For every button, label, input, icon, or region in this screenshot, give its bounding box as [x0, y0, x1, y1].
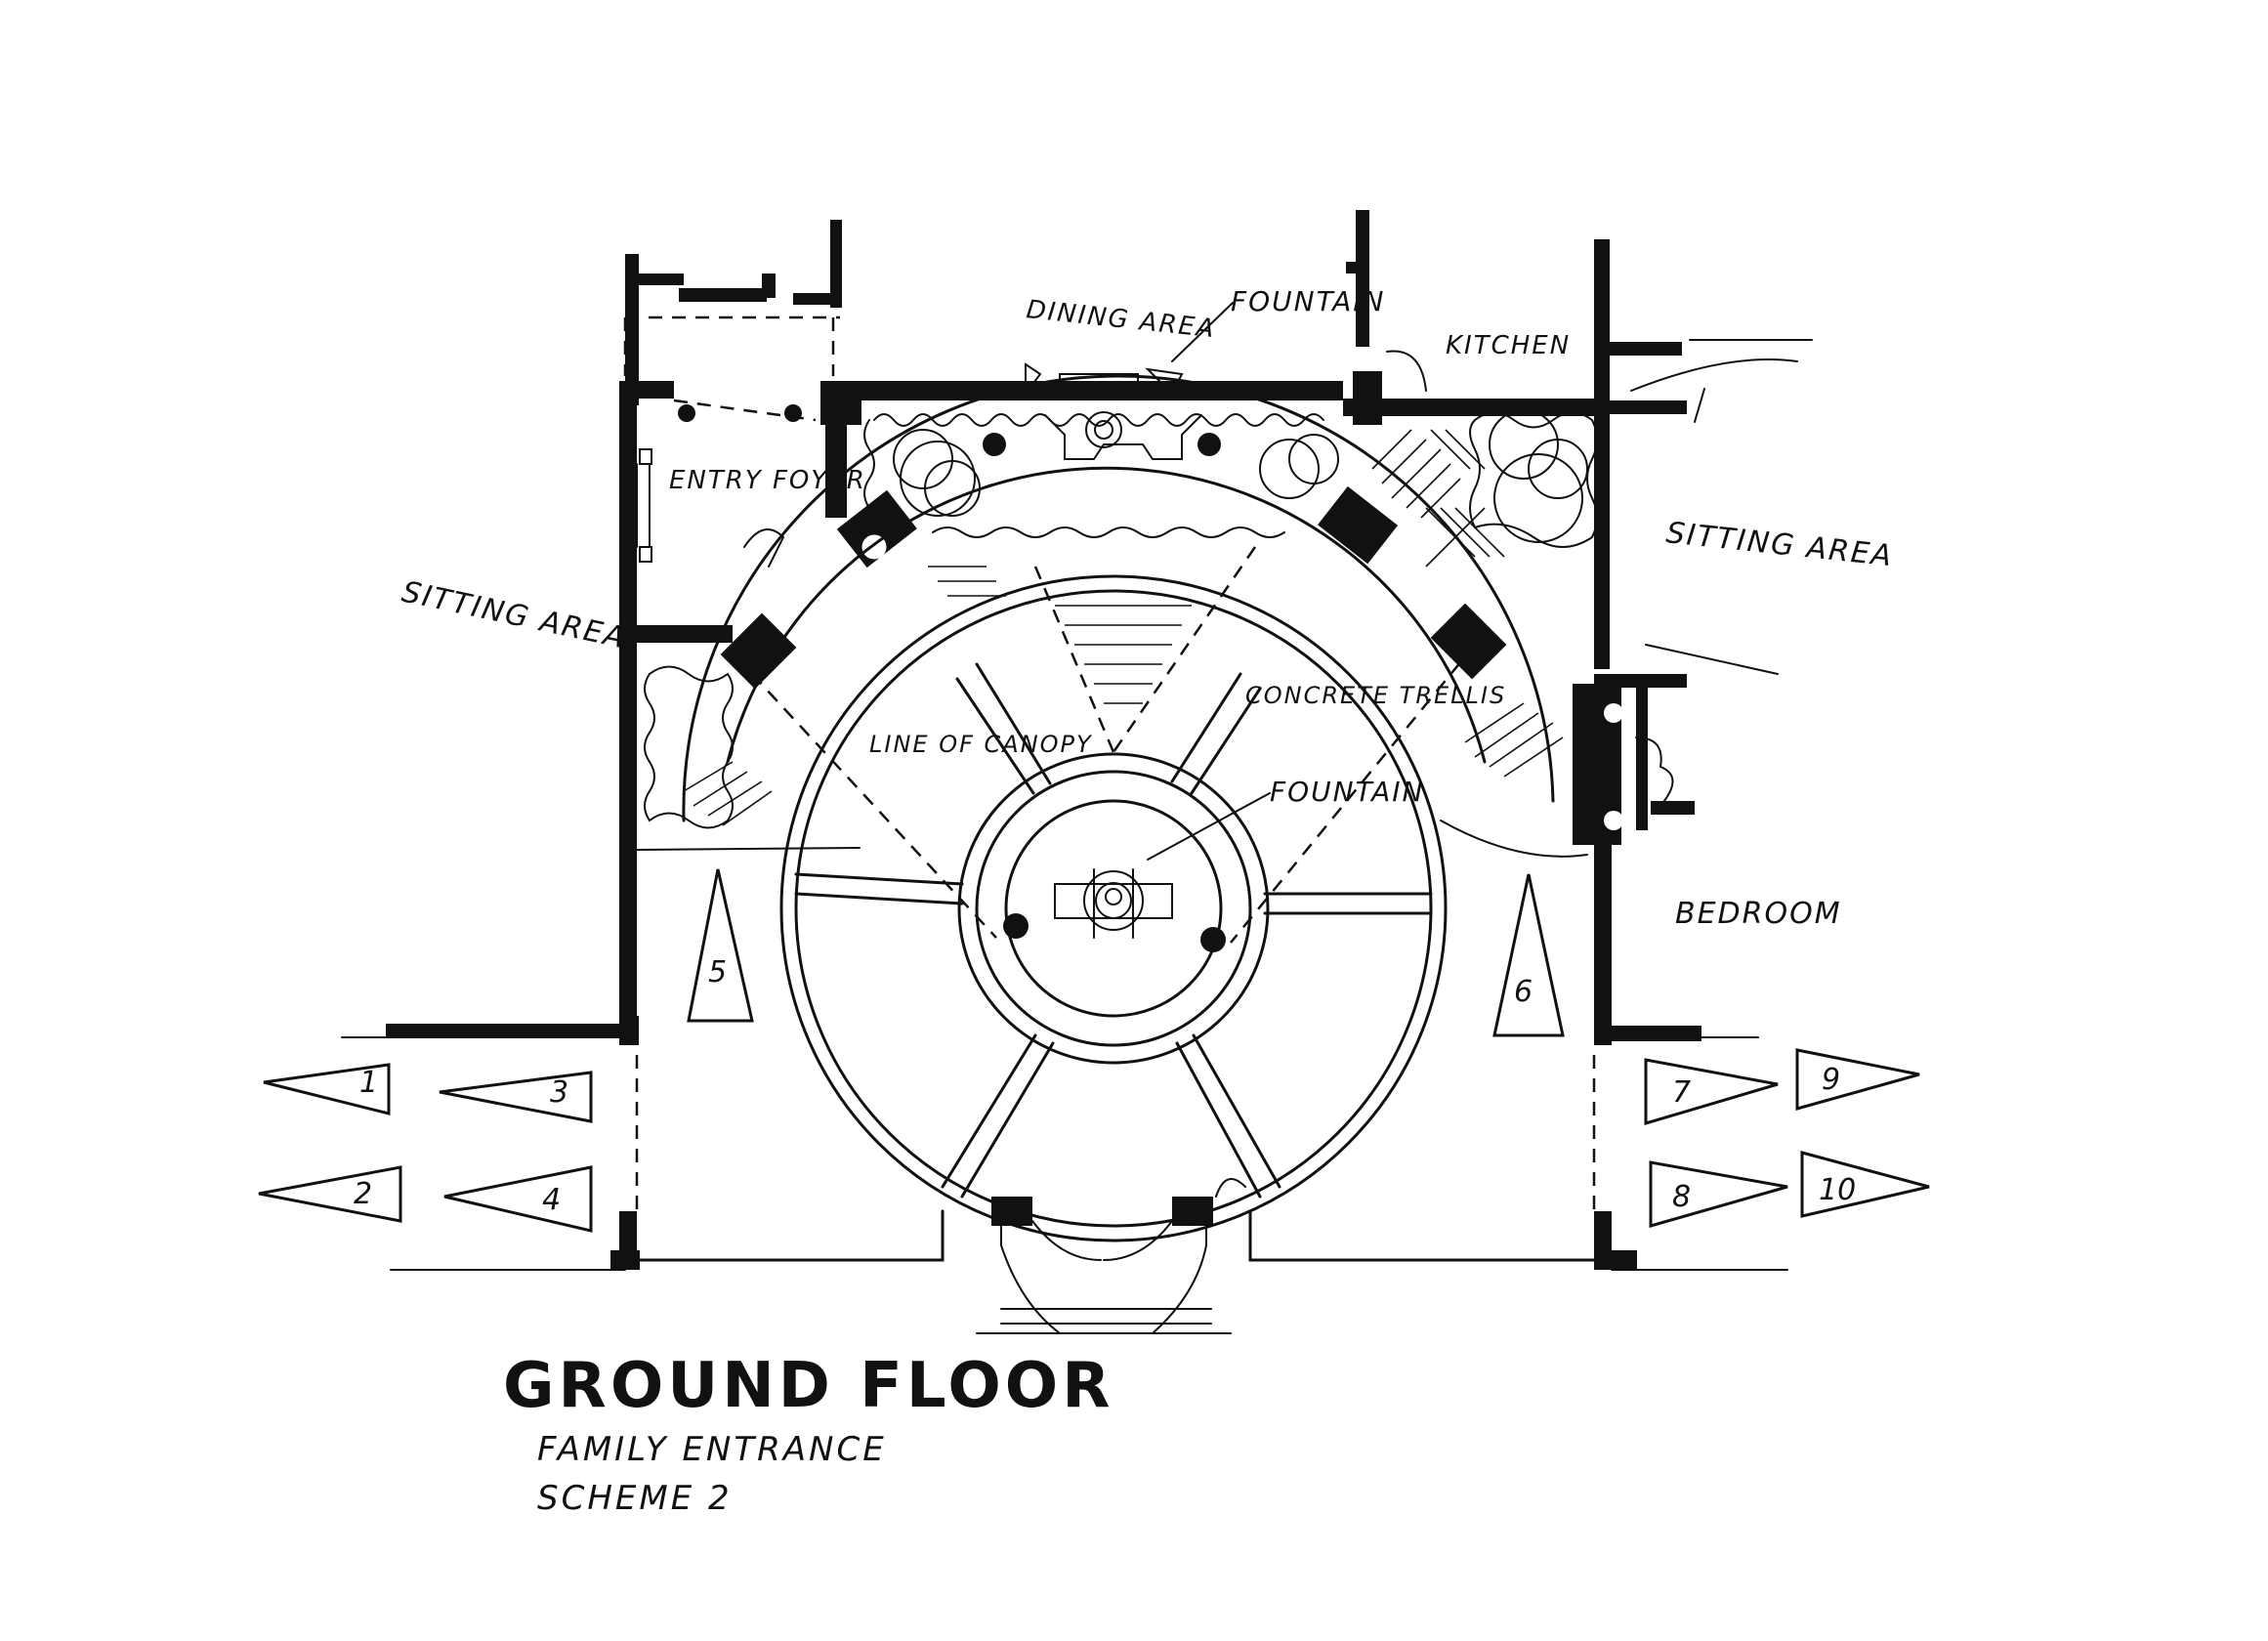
label-sitting-area-left: SITTING AREA	[399, 575, 629, 656]
svg-text:5: 5	[708, 955, 727, 989]
label-sitting-area-right: SITTING AREA	[1664, 516, 1895, 573]
drawing-subtitle-2: SCHEME 2	[537, 1479, 733, 1518]
doors	[636, 350, 1674, 807]
columns	[678, 404, 1623, 952]
svg-text:8: 8	[1672, 1180, 1691, 1214]
view-markers: 1 3 2 4 5 6 7	[258, 868, 1930, 1233]
marker-6: 6	[1492, 873, 1565, 1037]
label-fountain-top: FOUNTAIN	[1231, 285, 1385, 317]
label-line-of-canopy: LINE OF CANOPY	[869, 731, 1093, 758]
label-kitchen: KITCHEN	[1446, 331, 1571, 360]
dashed-lines	[623, 316, 1596, 1211]
svg-text:2: 2	[354, 1177, 372, 1211]
label-concrete-trellis: CONCRETE TRELLIS	[1245, 682, 1506, 709]
svg-text:6: 6	[1514, 975, 1533, 1009]
marker-9: 9	[1795, 1048, 1920, 1111]
label-entry-foyer: ENTRY FOYER	[669, 466, 866, 495]
marker-2: 2	[258, 1165, 402, 1223]
outer-edges	[341, 339, 1813, 1271]
marker-5: 5	[687, 868, 754, 1023]
svg-text:10: 10	[1819, 1173, 1856, 1207]
marker-8: 8	[1649, 1160, 1788, 1228]
drawing-subtitle-1: FAMILY ENTRANCE	[537, 1430, 887, 1469]
top-fountain	[1025, 362, 1202, 460]
marker-7: 7	[1644, 1058, 1779, 1126]
label-dining-area: DINING AREA	[1025, 295, 1217, 344]
svg-text:3: 3	[550, 1075, 568, 1110]
courtyard	[682, 374, 1555, 1242]
title-block: GROUND FLOOR FAMILY ENTRANCE SCHEME 2	[503, 1350, 1113, 1518]
svg-text:4: 4	[542, 1183, 561, 1217]
label-fountain-center: FOUNTAIN	[1270, 776, 1424, 808]
marker-10: 10	[1800, 1151, 1930, 1218]
walls	[386, 210, 1701, 1270]
marker-1: 1	[263, 1063, 391, 1115]
marker-3: 3	[439, 1071, 593, 1123]
svg-text:9: 9	[1822, 1063, 1840, 1097]
svg-text:7: 7	[1672, 1075, 1691, 1110]
label-bedroom: BEDROOM	[1675, 897, 1842, 931]
entrance	[638, 1178, 1599, 1334]
planting-beds	[644, 411, 1598, 829]
drawing-title: GROUND FLOOR	[503, 1350, 1113, 1422]
marker-4: 4	[443, 1165, 593, 1233]
svg-text:1: 1	[359, 1066, 378, 1100]
shrubs	[893, 409, 1588, 543]
